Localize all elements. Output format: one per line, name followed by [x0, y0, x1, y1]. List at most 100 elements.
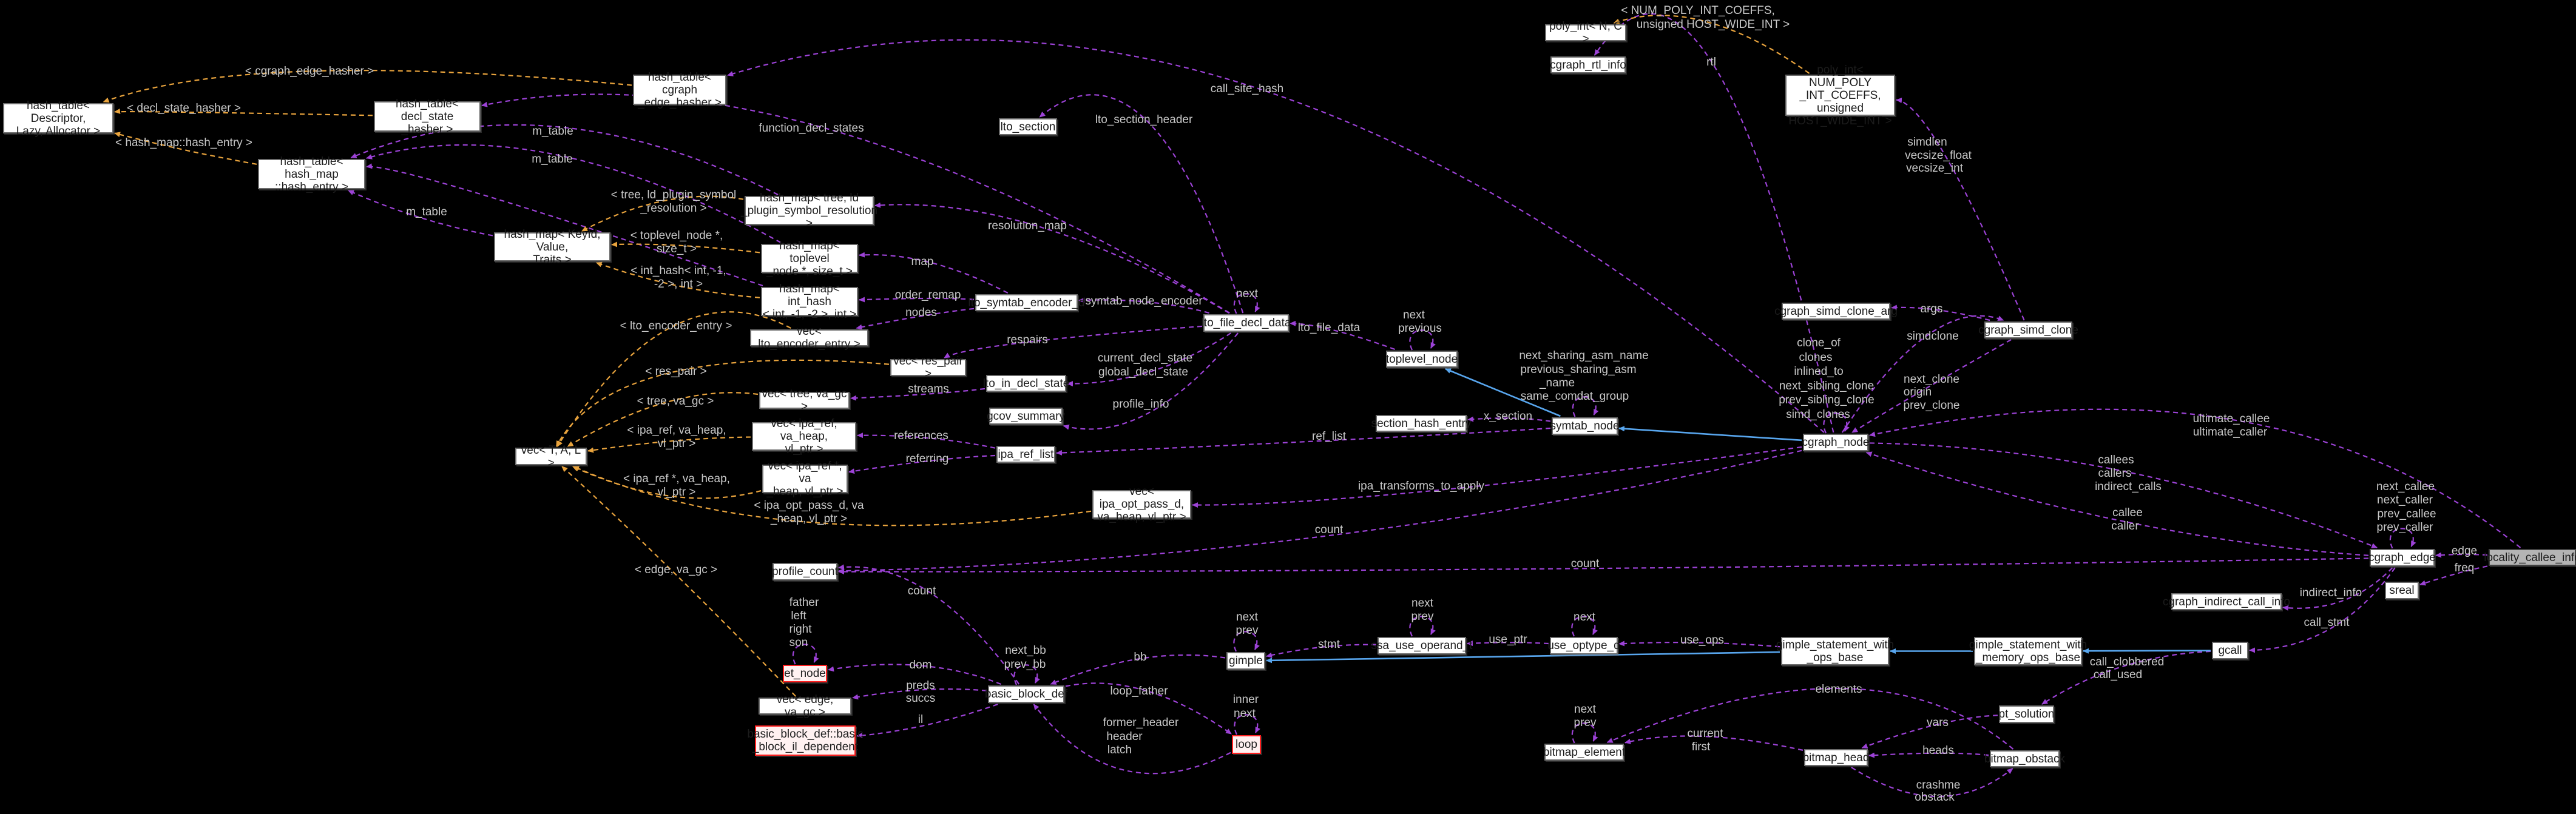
node-bb_il_dependent[interactable]: basic_block_def::basic _block_il_depende…	[747, 725, 864, 756]
edge-label: son	[789, 636, 808, 649]
node-lto_in_decl_state[interactable]: lto_in_decl_state	[983, 375, 1069, 392]
node-profile_count[interactable]: profile_count	[772, 563, 838, 580]
node-section_hash_entry[interactable]: section_hash_entry	[1371, 415, 1471, 432]
edge-bitmap_head-bitmap_obstack	[1851, 767, 2013, 798]
edge-label: loop_father	[1110, 685, 1168, 698]
node-gcov_summary[interactable]: gcov_summary	[987, 408, 1065, 425]
edge-label: current_decl_state	[1097, 352, 1193, 365]
edge-label: respairs	[1007, 334, 1048, 346]
node-hash_table_descriptor[interactable]: hash_table< Descriptor, Lazy, Allocator …	[3, 99, 113, 138]
edge-basic_block_def-loop	[1065, 682, 1232, 735]
edge-label: next_clone	[1904, 373, 1959, 386]
node-vec_ipa_ref[interactable]: vec< ipa_ref, va_heap, vl_ptr >	[752, 417, 856, 456]
node-bitmap_head[interactable]: bitmap_head	[1803, 749, 1869, 766]
edge-label: lto_section_header	[1095, 113, 1193, 126]
edge-cgraph_simd_clone-cgraph_node	[1851, 339, 2012, 433]
node-cgraph_edge[interactable]: cgraph_edge	[2368, 549, 2436, 567]
self-loop-lto_file_decl_data	[1233, 293, 1260, 314]
node-cgraph_simd_clone_arg[interactable]: cgraph_simd_clone_arg	[1774, 303, 1898, 320]
node-cgraph_node[interactable]: cgraph_node	[1802, 434, 1869, 451]
edge-lto_file_decl_data-vec_res_pair	[944, 325, 1203, 358]
node-hash_map_int_hash[interactable]: hash_map< int_hash < int, -1, -2 >, int …	[761, 283, 858, 321]
node-vec_edge_va_gc[interactable]: vec< edge, va_gc >	[759, 693, 851, 719]
node-cgraph_simd_clone[interactable]: cgraph_simd_clone	[1978, 321, 2078, 338]
edge-label: prev	[1236, 624, 1259, 637]
node-sreal[interactable]: sreal	[2385, 582, 2419, 599]
edge-hash_map_keyid-hash_table_hm_entry	[348, 189, 493, 237]
node-gimple[interactable]: gimple	[1226, 652, 1265, 670]
node-vec_tal[interactable]: vec< T, A, L >	[515, 444, 587, 469]
edge-label: profile_info	[1112, 398, 1169, 411]
node-vec_tree_va_gc[interactable]: vec< tree, va_gc >	[759, 388, 850, 413]
node-gcall[interactable]: gcall	[2212, 642, 2248, 659]
node-cgraph_rtl_info[interactable]: cgraph_rtl_info	[1550, 56, 1626, 73]
node-vec_ipa_ref_ptr[interactable]: vec< ipa_ref *, va _heap, vl_ptr >	[762, 460, 848, 498]
edge-label: clone_of	[1797, 337, 1841, 349]
edge-label: origin	[1903, 386, 1932, 399]
edge-label: m_table	[532, 153, 573, 166]
node-ssa_use_operand_t[interactable]: ssa_use_operand_t	[1371, 637, 1472, 654]
node-vec_ipa_opt_pass[interactable]: vec< ipa_opt_pass_d, va_heap, vl_ptr >	[1092, 485, 1191, 523]
edge-label: heads	[1922, 744, 1954, 757]
edge-use_optype_d-ssa_use_operand_t	[1467, 641, 1549, 647]
edge-label: prev_bb	[1004, 658, 1046, 671]
node-hash_map_tree_ld[interactable]: hash_map< tree, ld _plugin_symbol_resolu…	[741, 191, 877, 230]
node-locality_callee_info[interactable]: locality_callee_info	[2484, 549, 2576, 566]
node-bitmap_obstack[interactable]: bitmap_obstack	[1984, 750, 2065, 767]
edge-label: prev	[1411, 610, 1434, 623]
node-cgraph_indirect_call_info[interactable]: cgraph_indirect_call_info	[2163, 593, 2290, 610]
edge-label: prev_sibling_clone	[1779, 394, 1875, 406]
node-ipa_ref_list[interactable]: ipa_ref_list	[996, 446, 1055, 463]
node-symtab_node[interactable]: symtab_node	[1550, 417, 1620, 435]
node-lto_section[interactable]: lto_section	[999, 118, 1057, 135]
node-gsw_ops_base[interactable]: gimple_statement_with _ops_base	[1776, 637, 1894, 665]
edge-bitmap_obstack-bitmap_head	[1868, 752, 1989, 758]
edge-label: previous	[1398, 322, 1442, 335]
node-hash_map_keyid[interactable]: hash_map< KeyId, Value, Traits >	[494, 228, 610, 266]
edge-label: dom	[909, 659, 932, 671]
node-vec_res_pair[interactable]: vec< res_pair >	[890, 355, 966, 380]
node-toplevel_node[interactable]: toplevel_node	[1386, 351, 1458, 368]
node-use_optype_d[interactable]: use_optype_d	[1547, 637, 1620, 654]
edge-label: < ipa_opt_pass_d, va _heap, vl_ptr >	[754, 499, 864, 525]
self-loop-symtab_node	[1572, 396, 1599, 417]
edge-label: referring	[905, 452, 949, 465]
node-loop[interactable]: loop	[1232, 735, 1261, 754]
node-hash_map_toplevel[interactable]: hash_map< toplevel _node *, size_t >	[761, 240, 858, 278]
node-poly_int_nc[interactable]: poly_int< N, C >	[1545, 20, 1626, 45]
edge-gimple-basic_block_def	[1050, 654, 1226, 685]
edge-label: next_sibling_clone	[1779, 380, 1875, 392]
node-vec_lto_encoder[interactable]: vec< lto_encoder_entry >	[750, 325, 868, 351]
edge-hash_table_cgraph_edge_hasher-hash_table_descriptor	[103, 69, 632, 103]
node-gsw_memory_ops_base[interactable]: gimple_statement_with _memory_ops_base	[1969, 637, 2087, 665]
node-lto_symtab_encoder_d[interactable]: lto_symtab_encoder_d	[968, 294, 1085, 311]
node-hash_table_hm_entry[interactable]: hash_table< hash_map ::hash_entry >	[258, 155, 365, 193]
edge-label: streams	[908, 383, 949, 395]
edge-vec_ipa_ref_ptr-vec_tal	[572, 466, 762, 499]
node-bitmap_element[interactable]: bitmap_element	[1543, 744, 1625, 761]
edge-label: clones	[1799, 351, 1833, 364]
node-basic_block_def[interactable]: basic_block_def	[985, 685, 1067, 703]
edge-label: resolution_map	[988, 220, 1067, 232]
edge-label: vecsize_int	[1906, 162, 1963, 175]
node-lto_file_decl_data[interactable]: lto_file_decl_data	[1202, 314, 1291, 332]
edge-cgraph_simd_clone-poly_int_num	[1896, 97, 2025, 321]
edge-label: header	[1106, 730, 1143, 743]
edge-label: < int_hash< int, -1, -2 >, int >	[630, 264, 726, 291]
edge-label: lto_file_data	[1297, 321, 1361, 334]
node-pt_solution[interactable]: pt_solution	[1999, 705, 2054, 723]
node-et_node[interactable]: et_node	[783, 665, 827, 682]
edge-label: prev	[1574, 716, 1597, 729]
edge-gcall-pt_solution	[2041, 650, 2211, 705]
edge-gsw_ops_base-use_optype_d	[1618, 641, 1780, 648]
edge-poly_int_num-poly_int_nc	[1613, 15, 1810, 74]
edge-label: next	[1574, 703, 1596, 716]
edge-label: m_table	[532, 125, 573, 138]
node-hash_table_cgraph_edge_hasher[interactable]: hash_table< cgraph _edge_hasher >	[633, 71, 726, 109]
edge-cgraph_node-cgraph_edge	[1869, 442, 2378, 549]
edge-label: function_decl_states	[759, 122, 864, 135]
edge-label: < decl_state_hasher >	[126, 102, 242, 115]
node-poly_int_num[interactable]: poly_int< NUM_POLY _INT_COEFFS, unsigned…	[1785, 64, 1895, 127]
node-hash_table_decl_state[interactable]: hash_table< decl_state _hasher >	[374, 98, 481, 136]
